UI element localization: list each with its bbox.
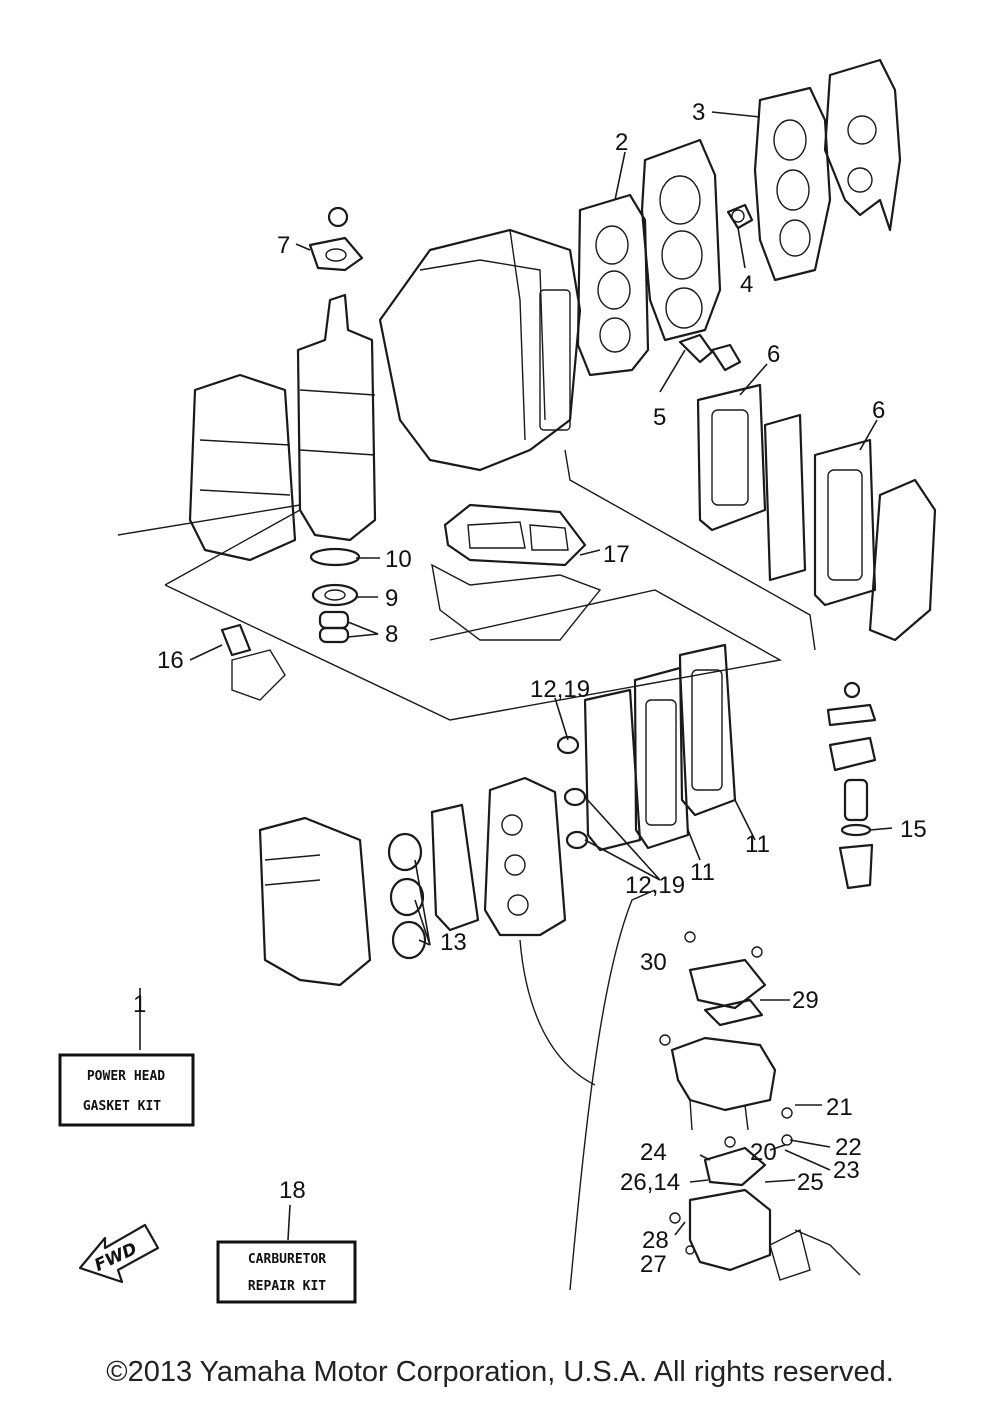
reed-valve-plate: [583, 688, 642, 852]
callout-11b: 11: [690, 859, 715, 886]
callout-18: 18: [279, 1177, 306, 1204]
copyright-notice: ©2013 Yamaha Motor Corporation, U.S.A. A…: [106, 1356, 894, 1388]
head-gasket-2: [576, 193, 650, 377]
o-ring-10: [309, 547, 361, 567]
callout-21: 21: [826, 1094, 853, 1121]
callout-30: 30: [640, 949, 667, 976]
callout-15: 15: [900, 816, 927, 843]
callout-27: 27: [640, 1251, 667, 1278]
leader-lines: [139, 111, 893, 1241]
intake-manifold: [483, 776, 567, 937]
callout-22: 22: [835, 1134, 862, 1161]
callout-1: 1: [133, 991, 146, 1018]
callout-10: 10: [385, 546, 412, 573]
callout-16: 16: [157, 647, 184, 674]
exhaust-plate: [763, 413, 807, 582]
callout-8: 8: [385, 621, 398, 648]
cylinder-head-cover: [823, 58, 902, 232]
reed-valve-gasket-11a: [678, 643, 737, 817]
power-head-kit-line1: POWER HEAD: [87, 1069, 165, 1084]
crankcase-block: [378, 228, 582, 472]
callout-6b: 6: [872, 397, 885, 424]
exhaust-gasket-6a: [696, 383, 767, 532]
callout-6a: 6: [767, 341, 780, 368]
exhaust-gasket-6b: [813, 438, 877, 607]
float-bowl: [688, 1146, 772, 1272]
callout-26-14: 26,14: [620, 1169, 680, 1196]
kit-boundary-upper: [117, 449, 816, 721]
carburetor-kit-line1: CARBURETOR: [248, 1252, 326, 1267]
callout-labels: 1 2 3 4 5 6 6 7 8 9 10 11 11 12,19 12,19…: [133, 99, 927, 1278]
base-gasket-17: [431, 503, 602, 641]
callout-7: 7: [277, 232, 290, 259]
exploded-parts-diagram: 1 2 3 4 5 6 6 7 8 9 10 11 11 12,19 12,19…: [58, 58, 937, 1304]
forward-arrow-icon: FWD: [78, 1223, 160, 1284]
gasket-13: [387, 832, 427, 960]
callout-12a: 12,19: [530, 676, 590, 703]
bearing-8: [318, 610, 350, 644]
callout-13: 13: [440, 929, 467, 956]
callout-11a: 11: [745, 831, 770, 858]
callout-2: 2: [615, 129, 628, 156]
gasket-7: [308, 206, 364, 272]
callout-29: 29: [792, 987, 819, 1014]
callout-24: 24: [640, 1139, 667, 1166]
fuel-line: [519, 889, 656, 1291]
callout-12b: 12,19: [625, 872, 685, 899]
fuel-filter-15: [826, 681, 877, 890]
cylinder-head: [640, 138, 722, 342]
gasket-5: [678, 333, 742, 372]
carburetor-body: [670, 1036, 777, 1131]
manifold-gasket: [430, 803, 480, 932]
crankshaft-assembly: [188, 293, 377, 562]
power-head-kit-line2: GASKET KIT: [83, 1099, 161, 1114]
gasket-16: [220, 623, 286, 701]
head-gasket-3: [753, 86, 832, 282]
carburetor-kit-line2: REPAIR KIT: [248, 1279, 326, 1294]
callout-28: 28: [642, 1227, 669, 1254]
reed-valve-gasket-11b: [633, 666, 690, 850]
exhaust-cover: [868, 478, 937, 642]
small-fittings: [659, 931, 861, 1281]
callout-9: 9: [385, 585, 398, 612]
carburetor-cover-29: [688, 958, 767, 1027]
oil-seal-9: [311, 583, 359, 607]
callout-25: 25: [797, 1169, 824, 1196]
callout-20: 20: [750, 1139, 777, 1166]
power-head-gasket-kit-label: POWER HEAD GASKET KIT: [58, 1053, 195, 1127]
thermostat-part-4: [726, 203, 754, 230]
callout-23: 23: [833, 1157, 860, 1184]
callout-4: 4: [740, 271, 753, 298]
callout-17: 17: [603, 541, 630, 568]
callout-5: 5: [653, 404, 666, 431]
gasket-12-19: [556, 735, 589, 850]
silencer-cover: [258, 816, 372, 987]
callout-3: 3: [692, 99, 705, 126]
carburetor-repair-kit-label: CARBURETOR REPAIR KIT: [216, 1240, 357, 1304]
